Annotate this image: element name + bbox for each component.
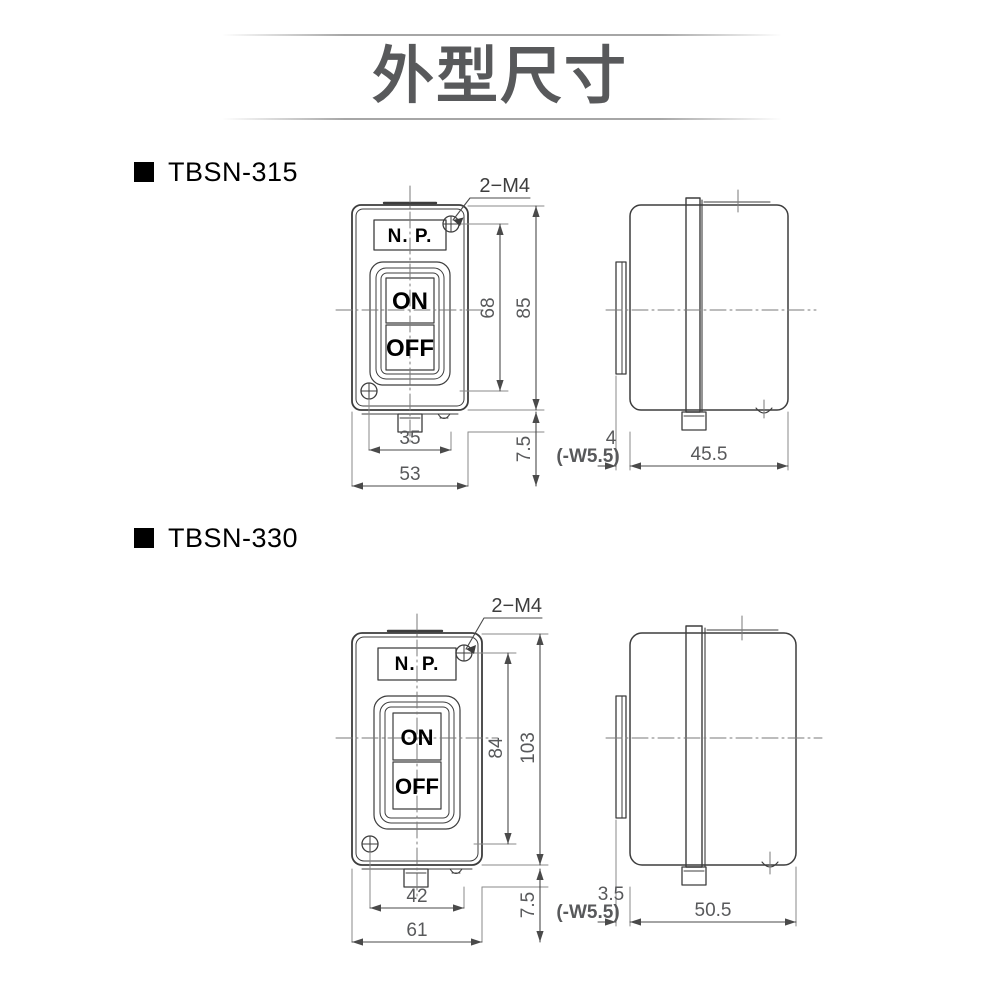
title-rule-bottom xyxy=(222,118,782,120)
drawing-svg-tbsn-330: N. P. ON OFF 2−M4 84 103 7.5 42 61 3.5 (… xyxy=(335,595,823,946)
nameplate-label: N. P. xyxy=(388,226,433,247)
dim-height-outer: 103 xyxy=(518,732,539,764)
side-view-dimensions-tbsn-330 xyxy=(597,819,797,927)
dim-width-outer: 53 xyxy=(399,464,420,485)
button-off-label: OFF xyxy=(386,335,434,362)
front-view-dimensions-tbsn-330 xyxy=(351,617,549,946)
dim-width-inner: 35 xyxy=(399,428,420,449)
dim-note-w55: (-W5.5) xyxy=(556,446,619,467)
square-bullet-icon xyxy=(134,528,154,548)
front-view-centerlines-tbsn-315 xyxy=(335,185,487,443)
dim-width-inner: 42 xyxy=(406,886,427,907)
section-label: TBSN-330 xyxy=(168,523,299,553)
dim-note-w55: (-W5.5) xyxy=(556,902,619,923)
dim-depth: 50.5 xyxy=(695,900,732,921)
drawing-tbsn-315: N. P. ON OFF 2−M4 68 85 7.5 35 53 4 (-W5… xyxy=(330,150,850,510)
nameplate-label: N. P. xyxy=(395,654,440,675)
callout-2-m4: 2−M4 xyxy=(491,595,542,617)
side-view-tbsn-315 xyxy=(615,189,789,431)
side-view-tbsn-330 xyxy=(615,615,797,886)
page-title: 外型尺寸 xyxy=(371,42,628,111)
section-heading-tbsn-315: TBSN-315 xyxy=(134,158,298,186)
front-view-centerlines-tbsn-330 xyxy=(335,613,499,899)
dim-height-inner: 68 xyxy=(478,297,499,318)
drawing-tbsn-330: N. P. ON OFF 2−M4 84 103 7.5 42 61 3.5 (… xyxy=(330,556,850,956)
button-on-label: ON xyxy=(401,725,434,750)
page-title-band: 外型尺寸 xyxy=(0,34,1000,120)
side-view-dimensions-tbsn-315 xyxy=(597,375,789,471)
dim-bottom-tab: 7.5 xyxy=(518,892,539,918)
dim-depth: 45.5 xyxy=(691,444,728,465)
button-on-label: ON xyxy=(392,288,428,315)
dim-height-outer: 85 xyxy=(514,297,535,318)
dim-flange: 4 xyxy=(606,428,617,449)
section-label: TBSN-315 xyxy=(168,157,299,187)
callout-2-m4: 2−M4 xyxy=(479,175,530,197)
dim-flange: 3.5 xyxy=(598,884,624,905)
square-bullet-icon xyxy=(134,162,154,182)
dim-bottom-tab: 7.5 xyxy=(514,436,535,462)
button-off-label: OFF xyxy=(395,774,439,799)
drawing-svg-tbsn-315: N. P. ON OFF 2−M4 68 85 7.5 35 53 4 (-W5… xyxy=(335,175,817,490)
dim-height-inner: 84 xyxy=(486,737,507,759)
section-heading-tbsn-330: TBSN-330 xyxy=(134,524,298,552)
title-rule-top xyxy=(222,34,782,36)
dim-width-outer: 61 xyxy=(406,920,427,941)
front-view-dimensions-tbsn-315 xyxy=(351,197,545,490)
